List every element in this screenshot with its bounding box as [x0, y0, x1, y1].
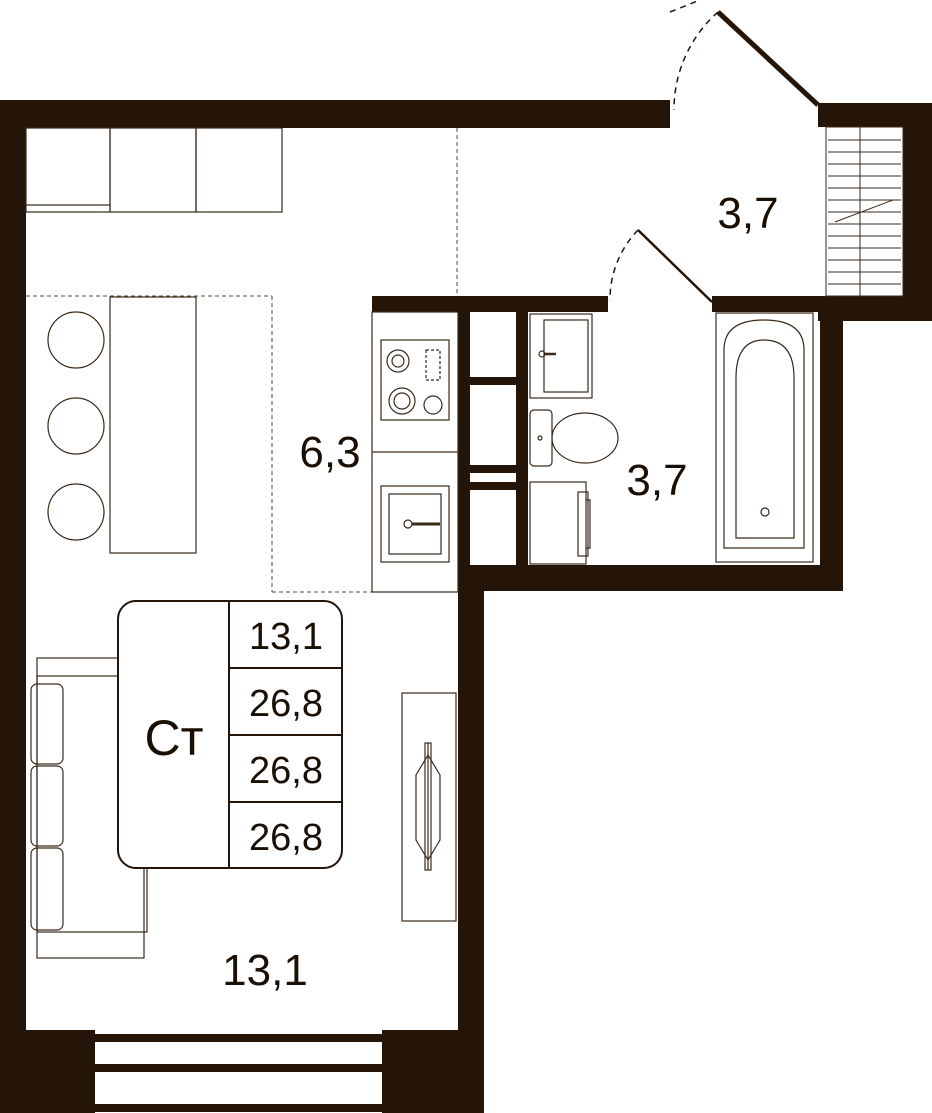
wall-top-left [0, 100, 670, 128]
wall-partition-1 [458, 310, 470, 572]
legend-total-area-1: 26,8 [249, 683, 323, 725]
wall-bath-bottom [458, 565, 843, 591]
hallway-area-label: 3,7 [717, 189, 778, 238]
bottom-window [95, 1030, 382, 1113]
shelf-3 [458, 482, 528, 490]
washbasin [529, 313, 593, 399]
bathtub [715, 312, 814, 563]
walls [0, 100, 932, 1113]
wall-balcony-right [903, 103, 932, 321]
wall-bath-right [820, 298, 843, 591]
living-area-label: 13,1 [222, 946, 308, 995]
kitchen-counter [371, 311, 459, 593]
washing-machine [529, 481, 591, 565]
wall-bath-top-right [712, 296, 820, 312]
table [109, 296, 197, 554]
wall-right-living [458, 565, 484, 1113]
bathroom-door [609, 229, 713, 303]
wall-bottom-left [0, 1030, 95, 1113]
stool-1 [47, 311, 105, 369]
legend-living-area: 13,1 [249, 616, 323, 658]
kitchen-sink [380, 485, 450, 563]
stool-2 [47, 397, 105, 455]
apartment-type: Ст [144, 710, 203, 766]
wall-bath-top-left [372, 296, 608, 312]
apartment-legend: Ст 13,1 26,8 26,8 26,8 [117, 600, 343, 869]
wall-balcony-top [818, 103, 932, 127]
shelf-2 [458, 465, 528, 473]
shelf-1 [458, 377, 528, 385]
entrance-door [669, 0, 820, 111]
bathroom-fixtures [529, 312, 814, 565]
stove [380, 339, 450, 421]
stool-3 [47, 483, 105, 541]
legend-total-area-3: 26,8 [249, 817, 323, 859]
tv-stand [401, 692, 457, 922]
wall-partition-2 [516, 310, 528, 572]
wall-balcony-bottom [818, 296, 932, 321]
toilet [529, 409, 619, 467]
zone-dividers [26, 128, 458, 593]
wall-left [0, 100, 26, 1113]
dining-table [47, 296, 197, 554]
wardrobe [25, 127, 283, 213]
kitchen-area-label: 6,3 [299, 428, 360, 477]
legend-total-area-2: 26,8 [249, 750, 323, 792]
storage-shelves [825, 126, 904, 297]
bathroom-area-label: 3,7 [626, 456, 687, 505]
